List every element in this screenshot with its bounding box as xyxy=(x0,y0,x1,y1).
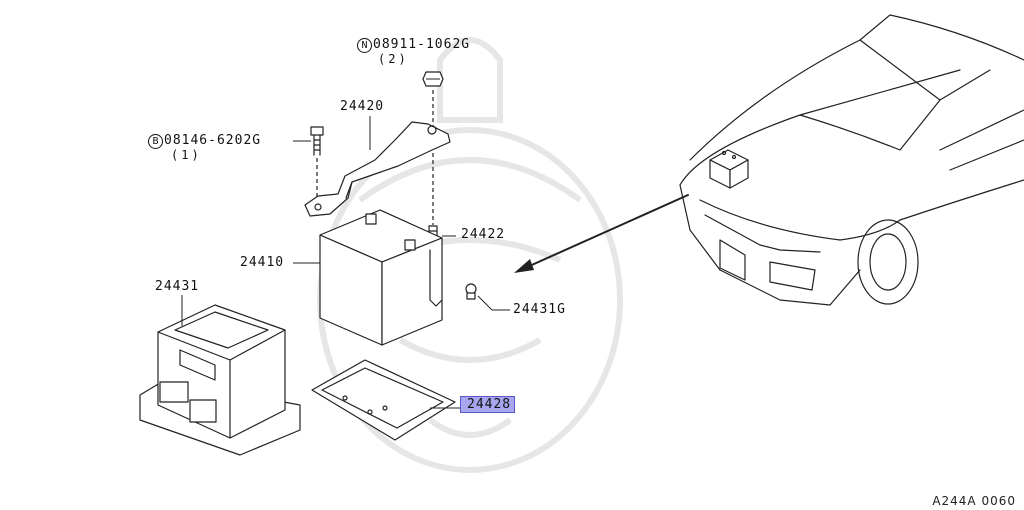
car-drawing xyxy=(679,14,1024,306)
label-24422: 24422 xyxy=(461,227,506,242)
part-number: 08911-1062G xyxy=(373,37,471,52)
label-24431: 24431 xyxy=(155,279,200,294)
tray-24428-drawing xyxy=(311,359,456,441)
bolt-b-drawing xyxy=(310,126,324,198)
prefix-b: B xyxy=(148,134,163,149)
battery-24410-drawing xyxy=(319,209,443,346)
qty-bolt-n: (2) xyxy=(378,52,409,66)
diagram-code: A244A 0060 xyxy=(932,494,1016,508)
part-number: 08146-6202G xyxy=(164,133,262,148)
bolt-n-drawing xyxy=(422,71,444,225)
label-24431g: 24431G xyxy=(513,302,566,317)
nut-24431g-drawing xyxy=(465,283,477,300)
leader-lines xyxy=(181,116,510,409)
prefix-n: N xyxy=(357,38,372,53)
label-24428[interactable]: 24428 xyxy=(460,396,516,413)
qty-bolt-b: (1) xyxy=(171,148,202,162)
bracket-24420-drawing xyxy=(304,121,451,217)
cover-24431-drawing xyxy=(139,304,301,456)
location-arrow xyxy=(514,194,689,273)
label-24410: 24410 xyxy=(240,255,285,270)
label-24420: 24420 xyxy=(340,99,385,114)
highlighted-part-24428[interactable]: 24428 xyxy=(460,396,516,413)
